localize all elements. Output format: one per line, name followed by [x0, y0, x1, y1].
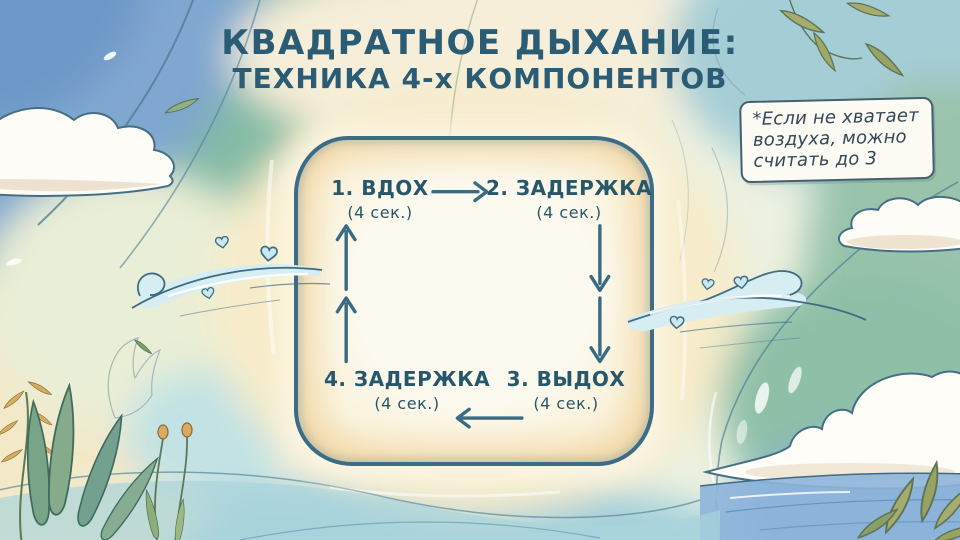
page-title: КВАДРАТНОЕ ДЫХАНИЕ: ТЕХНИКА 4-х КОМПОНЕН… [0, 26, 960, 93]
note-box: *Если не хватает воздуха, можно считать … [739, 96, 935, 183]
step-label: 2. ЗАДЕРЖКА [485, 176, 653, 200]
arrow-down-icon [589, 224, 611, 364]
step-duration: (4 сек.) [374, 394, 440, 413]
note-line3: считать до 3 [753, 147, 878, 172]
branch-leaves-icon [778, 0, 906, 80]
plant-left-icon [0, 337, 193, 540]
note-line2: воздуха, можно [752, 126, 908, 151]
step-hold-top: 2. ЗАДЕРЖКА (4 сек.) [484, 176, 654, 223]
title-line1: КВАДРАТНОЕ ДЫХАНИЕ: [221, 23, 739, 63]
arrow-up-icon [335, 224, 357, 364]
step-duration: (4 сек.) [533, 394, 599, 413]
title-line2: ТЕХНИКА 4-х КОМПОНЕНТОВ [232, 62, 728, 95]
step-duration: (4 сек.) [536, 203, 602, 222]
step-label: 1. ВДОХ [331, 176, 429, 200]
step-hold-bottom: 4. ЗАДЕРЖКА (4 сек.) [322, 367, 492, 414]
breathing-square: 1. ВДОХ (4 сек.) 2. ЗАДЕРЖКА (4 сек.) 3.… [294, 136, 654, 466]
arrow-right-icon [431, 181, 489, 203]
step-exhale: 3. ВЫДОХ (4 сек.) [481, 367, 651, 414]
step-duration: (4 сек.) [347, 203, 413, 222]
flow-arrows [335, 181, 611, 429]
step-inhale: 1. ВДОХ (4 сек.) [295, 176, 465, 223]
step-label: 4. ЗАДЕРЖКА [323, 367, 491, 391]
step-label: 3. ВЫДОХ [506, 367, 626, 391]
arrow-left-icon [455, 407, 524, 429]
cloud-left-icon [0, 107, 175, 197]
cloud-right-icon [837, 195, 960, 253]
